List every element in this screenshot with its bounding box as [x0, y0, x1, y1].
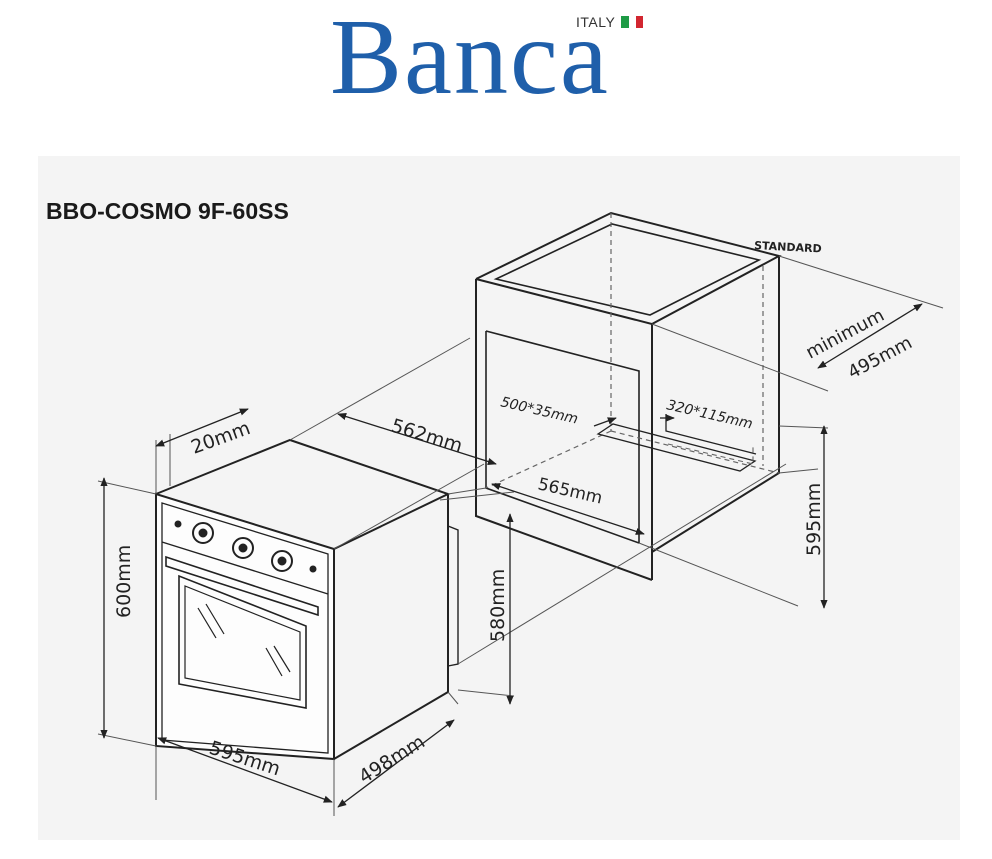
arrow-20 — [155, 408, 249, 447]
cabinet — [475, 211, 782, 581]
model-title: BBO-COSMO 9F-60SS — [46, 198, 289, 224]
oven-knob-hub-2 — [238, 543, 248, 553]
label-20mm: 20mm — [188, 417, 253, 459]
cabinet-hidden-edges — [485, 213, 780, 489]
oven-window-inner — [184, 585, 301, 701]
dimension-arrows — [100, 303, 923, 808]
arrow-565 — [491, 483, 645, 535]
label-595mm-height: 595mm — [803, 483, 825, 556]
cabinet-cavity — [485, 331, 640, 544]
flag-stripe-white — [628, 16, 636, 28]
brand-name: Banca — [330, 0, 610, 117]
arrow-498 — [337, 719, 455, 808]
cabinet-top — [475, 211, 782, 325]
origin-label: ITALY — [576, 14, 644, 30]
label-standard: STANDARD — [754, 239, 822, 256]
arrow-495 — [817, 303, 923, 369]
label-562mm: 562mm — [389, 415, 466, 457]
italy-flag-icon — [621, 16, 644, 28]
label-600mm: 600mm — [113, 545, 135, 618]
oven-knob-hub-3 — [277, 556, 287, 566]
oven-back-flange — [447, 525, 459, 667]
oven-top — [155, 438, 451, 550]
oven-knob-hub-1 — [198, 528, 208, 538]
cabinet-front-left — [475, 279, 653, 581]
label-320x115mm: 320*115mm — [665, 397, 754, 432]
oven-right-side — [333, 494, 449, 760]
oven-window-glare — [197, 603, 291, 677]
origin-text: ITALY — [576, 14, 616, 30]
oven-window-outer — [178, 574, 307, 709]
label-580mm: 580mm — [487, 569, 509, 642]
cabinet-top-inner — [493, 223, 762, 316]
oven-knob-1 — [192, 522, 214, 544]
brand-logo: Banca — [330, 4, 610, 112]
oven-clock-light — [309, 565, 317, 573]
vent-rear-slot — [596, 423, 757, 472]
cabinet-cavity-top — [485, 330, 640, 543]
oven-knob-3 — [271, 550, 293, 572]
label-500x35mm: 500*35mm — [499, 394, 579, 427]
diagram-panel: BBO-COSMO 9F-60SS — [38, 156, 960, 840]
oven-control-divider — [161, 541, 329, 595]
arrow-500-35 — [593, 417, 617, 427]
oven-handle — [165, 555, 319, 617]
oven — [155, 438, 459, 761]
flag-stripe-green — [621, 16, 629, 28]
oven-front — [155, 492, 335, 761]
cabinet-front-top — [475, 278, 653, 580]
arrow-595-width — [157, 737, 333, 803]
oven-knob-2 — [232, 537, 254, 559]
oven-indicator-light — [174, 520, 182, 528]
label-565mm: 565mm — [536, 474, 604, 508]
arrow-562 — [337, 413, 497, 465]
vent-side-slot-dashed — [667, 443, 754, 465]
installation-diagram: 20mm 562mm 600mm 595mm 498mm 580mm 565mm… — [97, 211, 944, 816]
flag-stripe-red — [635, 16, 644, 28]
